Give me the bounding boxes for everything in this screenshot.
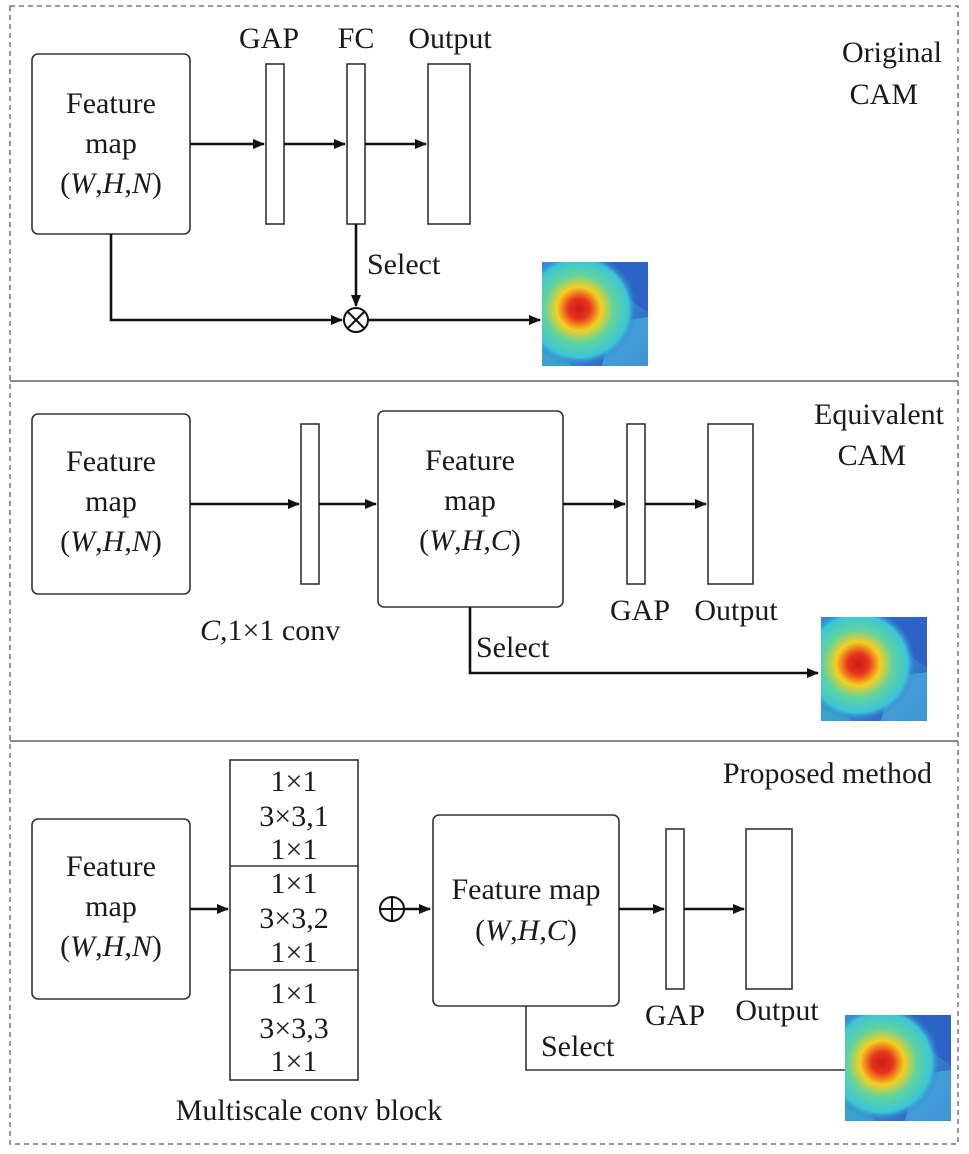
dim-w: W: [70, 930, 98, 963]
gap-label: GAP: [239, 22, 299, 55]
gap-layer: [626, 423, 646, 585]
heatmap-image: [821, 617, 927, 721]
arrow-fm-to-multiply: [109, 234, 343, 325]
output-label: Output: [408, 22, 492, 55]
dim-c: C: [547, 914, 568, 947]
panel-title-line2: CAM: [838, 439, 906, 472]
arrow-select-to-heatmap: [468, 607, 819, 678]
conv-branch-3-line3: 1×1: [271, 1045, 318, 1078]
panel-title-line1: Original: [842, 36, 942, 69]
output-label: Output: [694, 594, 778, 627]
panel-equivalent-cam: Equivalent CAM Feature map (W,H,N) C,1×1…: [31, 398, 945, 721]
multiply-icon-stroke-b: [346, 310, 366, 330]
conv-branch-2-line2: 3×3,2: [259, 902, 328, 935]
feature-map-in-line2: map: [85, 890, 137, 923]
conv-layer: [300, 423, 320, 585]
feature-map-out-line2: map: [444, 484, 496, 517]
conv-label: C,1×1 conv: [200, 614, 340, 647]
conv-branch-3-line2: 3×3,3: [259, 1012, 328, 1045]
dim-w: W: [70, 167, 98, 200]
feature-map-out-dims: (W,H,C): [419, 524, 521, 557]
conv-branch-1-line2: 3×3,1: [259, 800, 328, 833]
feature-map-label-line1: Feature: [66, 87, 156, 120]
dim-n: N: [131, 930, 154, 963]
conv-branch-1-line3: 1×1: [271, 833, 318, 866]
conv-branch-3: 1×1 3×3,3 1×1: [259, 977, 328, 1078]
gap-layer: [665, 828, 685, 990]
panel-title-line2: CAM: [850, 78, 918, 111]
conv-block-frame: [229, 759, 359, 1081]
feature-map-in-dims: (W,H,N): [60, 930, 162, 963]
dim-n: N: [131, 525, 154, 558]
dim-c: C: [491, 524, 512, 557]
gap-label: GAP: [645, 999, 705, 1032]
conv-branch-2-line3: 1×1: [271, 936, 318, 969]
dim-w: W: [70, 525, 98, 558]
fc-label: FC: [338, 22, 375, 55]
feature-map-label-line2: map: [85, 127, 137, 160]
feature-map-dims: (W,H,N): [60, 167, 162, 200]
dim-n: N: [131, 167, 154, 200]
output-layer: [427, 63, 471, 225]
output-label: Output: [735, 994, 819, 1027]
dim-w: W: [485, 914, 513, 947]
dim-h: H: [102, 167, 127, 200]
panel-title-line1: Equivalent: [814, 398, 945, 431]
select-label: Select: [541, 1030, 615, 1063]
conv-branch-3-line1: 1×1: [271, 977, 318, 1010]
dim-h: H: [461, 524, 486, 557]
conv-branch-2: 1×1 3×3,2 1×1: [259, 867, 328, 969]
feature-map-in-line1: Feature: [66, 850, 156, 883]
multiscale-conv-block: 1×1 3×3,1 1×1 1×1 3×3,2 1×1 1×1 3×3,3 1×…: [229, 759, 359, 1081]
output-layer: [745, 828, 793, 990]
conv-branch-2-line1: 1×1: [271, 867, 318, 900]
feature-map-out-line1: Feature: [425, 444, 515, 477]
panel-original-cam: Original CAM Feature map (W,H,N) GAP FC …: [31, 22, 942, 366]
feature-map-out-box: [432, 814, 620, 1007]
panel-title: Proposed method: [723, 757, 932, 790]
panel-proposed-method: Proposed method Feature map (W,H,N) 1×1 …: [31, 757, 951, 1127]
select-label: Select: [367, 248, 441, 281]
feature-map-out-dims: (W,H,C): [475, 914, 577, 947]
conv-branch-1: 1×1 3×3,1 1×1: [259, 765, 328, 866]
conv-block-caption: Multiscale conv block: [176, 1094, 443, 1127]
output-layer: [707, 423, 754, 585]
dim-h: H: [102, 525, 127, 558]
feature-map-in-line1: Feature: [66, 445, 156, 478]
feature-map-out-line1: Feature map: [451, 873, 600, 906]
conv-branch-1-line1: 1×1: [271, 765, 318, 798]
dim-w: W: [429, 524, 457, 557]
gap-layer: [265, 63, 285, 225]
dim-h: H: [517, 914, 542, 947]
dim-h: H: [102, 930, 127, 963]
conv-channels: C: [200, 614, 221, 647]
feature-map-in-line2: map: [85, 485, 137, 518]
feature-map-in-dims: (W,H,N): [60, 525, 162, 558]
heatmap-image: [845, 1015, 951, 1121]
heatmap-image: [542, 262, 648, 366]
gap-label: GAP: [610, 594, 670, 627]
outer-frame: [9, 5, 959, 1145]
select-line: [525, 1006, 845, 1071]
conv-kernel: ,1×1 conv: [220, 614, 340, 647]
select-label: Select: [476, 631, 550, 664]
fc-layer: [346, 63, 366, 225]
